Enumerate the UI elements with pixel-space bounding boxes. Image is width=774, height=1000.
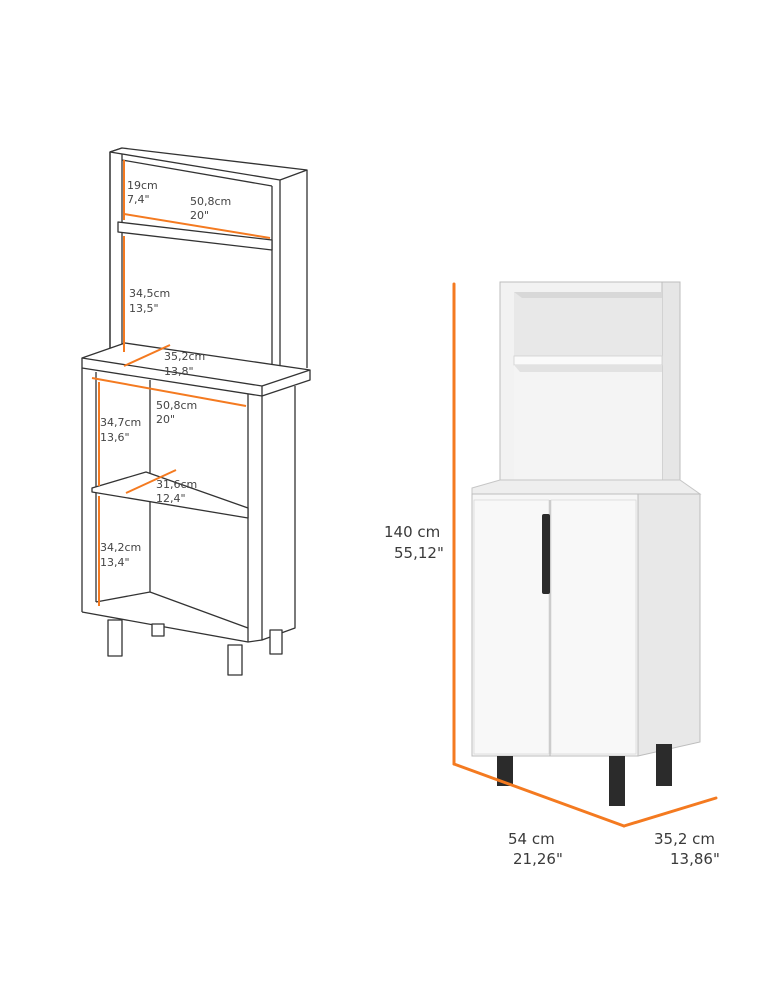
door-left: [473, 499, 550, 755]
label-upper-comp-in: 13,6": [100, 431, 130, 444]
measure-depth-line: [622, 796, 718, 828]
label-upper-comp-cm: 34,7cm: [100, 416, 141, 429]
sketch-leg-front-right: [227, 644, 243, 676]
product-measure-lines: [452, 282, 718, 828]
label-hutch-height-cm: 34,5cm: [129, 287, 170, 300]
door-handle: [542, 514, 550, 594]
label-top-width-cm: 50,8cm: [190, 195, 231, 208]
label-depth-in: 13,86": [670, 850, 720, 868]
label-base-width-in: 20": [156, 413, 175, 426]
product-render: [471, 281, 702, 806]
base-bottom-inner: [95, 591, 249, 629]
hutch-lower-shade: [514, 365, 662, 372]
sketch-labels: 19cm 7,4" 50,8cm 20" 34,5cm 13,5" 35,2cm…: [100, 179, 231, 569]
leg-front-left: [497, 756, 513, 786]
measure-top-width: [123, 213, 271, 239]
label-width-cm: 54 cm: [508, 830, 555, 848]
base-shelf: [91, 471, 249, 519]
base-bottom-front: [81, 611, 263, 643]
sketch-leg-front-left: [107, 619, 123, 657]
hutch-inner-top: [121, 159, 273, 187]
sketch-leg-back-right: [269, 629, 283, 655]
hutch-side-panel: [109, 147, 123, 361]
counter-right-edge: [261, 370, 311, 397]
door-right: [550, 499, 637, 755]
label-width-in: 21,26": [513, 850, 563, 868]
product-labels: 140 cm 55,12" 54 cm 21,26" 35,2 cm 13,86…: [384, 523, 720, 868]
label-top-niche-cm: 19cm: [127, 179, 158, 192]
label-top-niche-in: 7,4": [127, 193, 150, 206]
counter-front-edge: [81, 358, 263, 397]
label-top-width-in: 20": [190, 209, 209, 222]
hutch-niche-top-shade: [514, 292, 662, 298]
hutch-niche-back: [514, 292, 662, 356]
label-height-in: 55,12": [394, 544, 444, 562]
line-drawing-cabinet: [81, 147, 311, 676]
measure-width-line: [452, 762, 626, 828]
label-counter-depth-cm: 35,2cm: [164, 350, 205, 363]
label-base-width-cm: 50,8cm: [156, 399, 197, 412]
label-counter-depth-in: 13,8": [164, 365, 194, 378]
base-side: [637, 493, 701, 757]
label-lower-comp-cm: 34,2cm: [100, 541, 141, 554]
label-height-cm: 140 cm: [384, 523, 440, 541]
hutch-side: [661, 281, 681, 495]
label-hutch-height-in: 13,5": [129, 302, 159, 315]
sketch-measure-lines: [91, 160, 271, 606]
leg-front-right: [609, 756, 625, 806]
label-shelf-depth-cm: 31,6cm: [156, 478, 197, 491]
label-shelf-depth-in: 12,4": [156, 492, 186, 505]
measure-base-width: [91, 377, 247, 407]
sketch-leg-back-left: [151, 623, 165, 637]
hutch-shelf: [117, 221, 273, 251]
base-right-side: [261, 386, 296, 641]
measure-shelf-depth: [125, 469, 177, 494]
counter-top-render: [471, 479, 702, 495]
label-depth-cm: 35,2 cm: [654, 830, 715, 848]
leg-back-right: [656, 744, 672, 786]
measure-counter-depth: [123, 344, 171, 367]
hutch-shelf-render: [513, 355, 663, 366]
label-lower-comp-in: 13,4": [100, 556, 130, 569]
hutch-lower-opening: [514, 365, 662, 485]
